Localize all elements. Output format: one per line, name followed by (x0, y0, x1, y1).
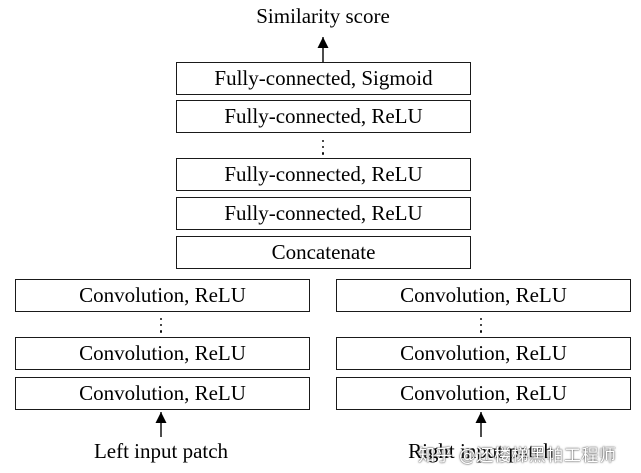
output-label: Similarity score (256, 4, 390, 28)
left-conv-layer: Convolution, ReLU (15, 377, 310, 410)
left-ellipsis (158, 318, 164, 333)
right-conv-layer: Convolution, ReLU (336, 377, 631, 410)
fc-relu-layer: Fully-connected, ReLU (176, 197, 471, 230)
fc-relu-layer: Fully-connected, ReLU (176, 100, 471, 133)
right-input-label: Right input patch (408, 439, 554, 463)
fc-relu-layer: Fully-connected, ReLU (176, 158, 471, 191)
left-input-label: Left input patch (93, 439, 229, 463)
concatenate-layer: Concatenate (176, 236, 471, 269)
right-conv-layer: Convolution, ReLU (336, 279, 631, 312)
top-ellipsis (320, 140, 326, 155)
left-conv-layer: Convolution, ReLU (15, 337, 310, 370)
right-ellipsis (478, 318, 484, 333)
right-conv-layer: Convolution, ReLU (336, 337, 631, 370)
watermark: 知乎 @还楼梯黑帕工程师 (418, 446, 617, 466)
fc-sigmoid-layer: Fully-connected, Sigmoid (176, 62, 471, 95)
left-conv-layer: Convolution, ReLU (15, 279, 310, 312)
